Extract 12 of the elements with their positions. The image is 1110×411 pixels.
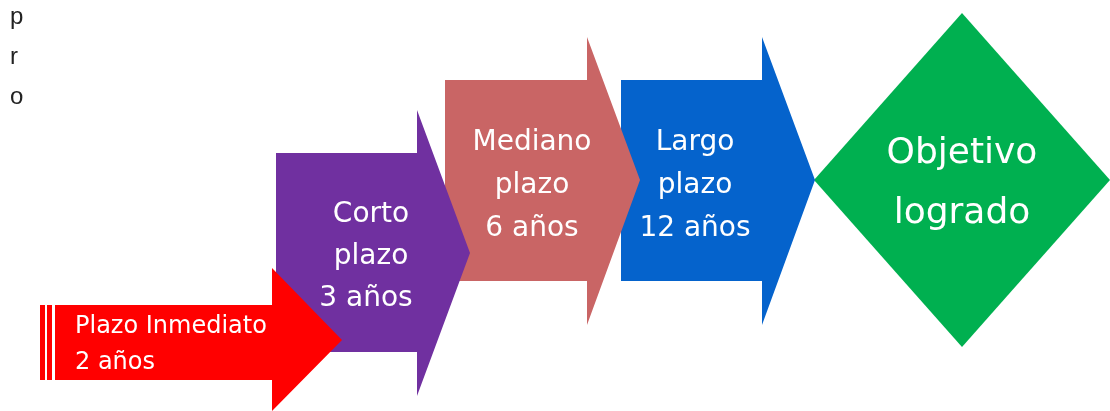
node-label: 12 años xyxy=(638,209,752,245)
text-label: r xyxy=(10,42,18,70)
node-label: 3 años xyxy=(318,279,414,315)
node-label: Largo plazo xyxy=(654,123,736,202)
node-label: Plazo Inmediato xyxy=(75,310,268,341)
node-label: Corto plazo xyxy=(331,195,411,273)
node-label: Objetivo logrado xyxy=(885,129,1039,233)
text-label: p xyxy=(10,2,24,30)
node-label: Mediano plazo xyxy=(471,123,593,202)
node-label: 2 años xyxy=(75,346,156,377)
text-label: o xyxy=(10,82,24,110)
node-label: 6 años xyxy=(484,209,580,245)
